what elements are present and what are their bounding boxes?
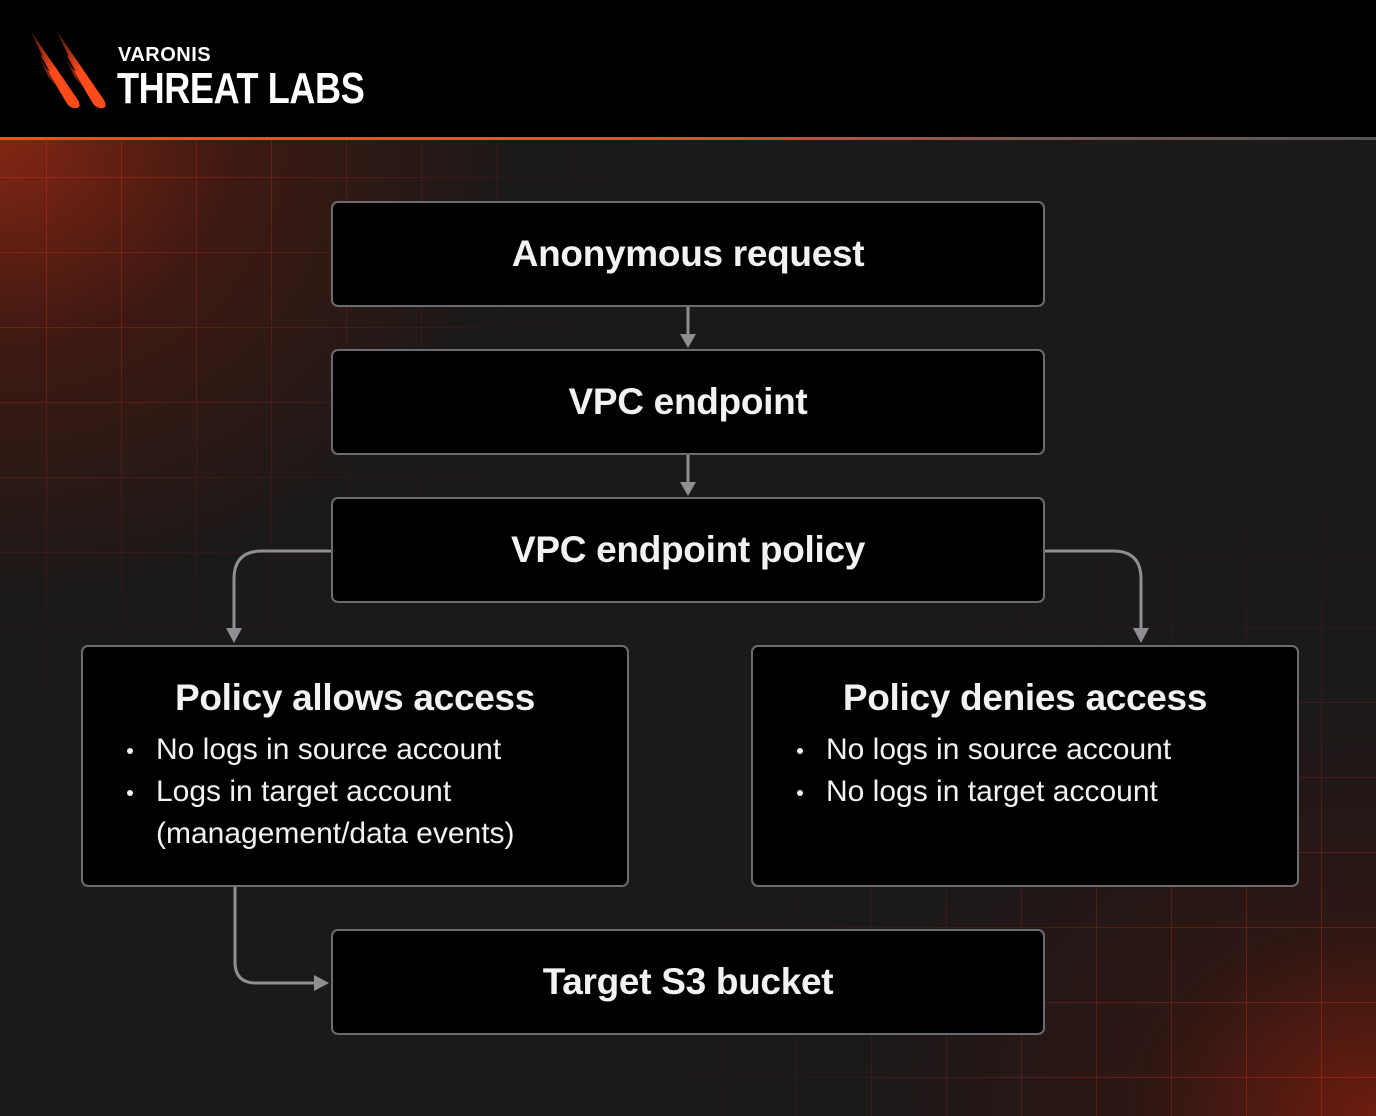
comet-logo-icon xyxy=(30,30,106,109)
node-policy-allows-access: Policy allows access No logs in source a… xyxy=(81,645,629,887)
bullet-item: No logs in source account xyxy=(797,729,1297,771)
node-title: Policy allows access xyxy=(174,677,536,718)
node-title: VPC endpoint policy xyxy=(510,529,866,570)
product-name: THREAT LABS xyxy=(117,64,365,113)
header-bar: VARONIS THREAT LABS xyxy=(0,0,1376,138)
bullet-item: No logs in target account xyxy=(797,771,1297,813)
bullet-item: No logs in source account xyxy=(127,729,627,771)
node-anonymous-request: Anonymous request xyxy=(331,201,1045,307)
node-title: Anonymous request xyxy=(511,233,865,274)
node-target-s3-bucket: Target S3 bucket xyxy=(331,929,1045,1035)
bullet-list: No logs in source account No logs in tar… xyxy=(753,729,1297,813)
node-vpc-endpoint: VPC endpoint xyxy=(331,349,1045,455)
node-title: VPC endpoint xyxy=(568,381,808,422)
header-divider xyxy=(0,137,1376,140)
bullet-item: Logs in target account (management/data … xyxy=(127,771,567,855)
node-policy-denies-access: Policy denies access No logs in source a… xyxy=(751,645,1299,887)
node-vpc-endpoint-policy: VPC endpoint policy xyxy=(331,497,1045,603)
bullet-list: No logs in source account Logs in target… xyxy=(83,729,627,855)
brand-name: VARONIS xyxy=(118,44,212,66)
node-title: Policy denies access xyxy=(842,677,1208,718)
node-title: Target S3 bucket xyxy=(542,961,834,1002)
